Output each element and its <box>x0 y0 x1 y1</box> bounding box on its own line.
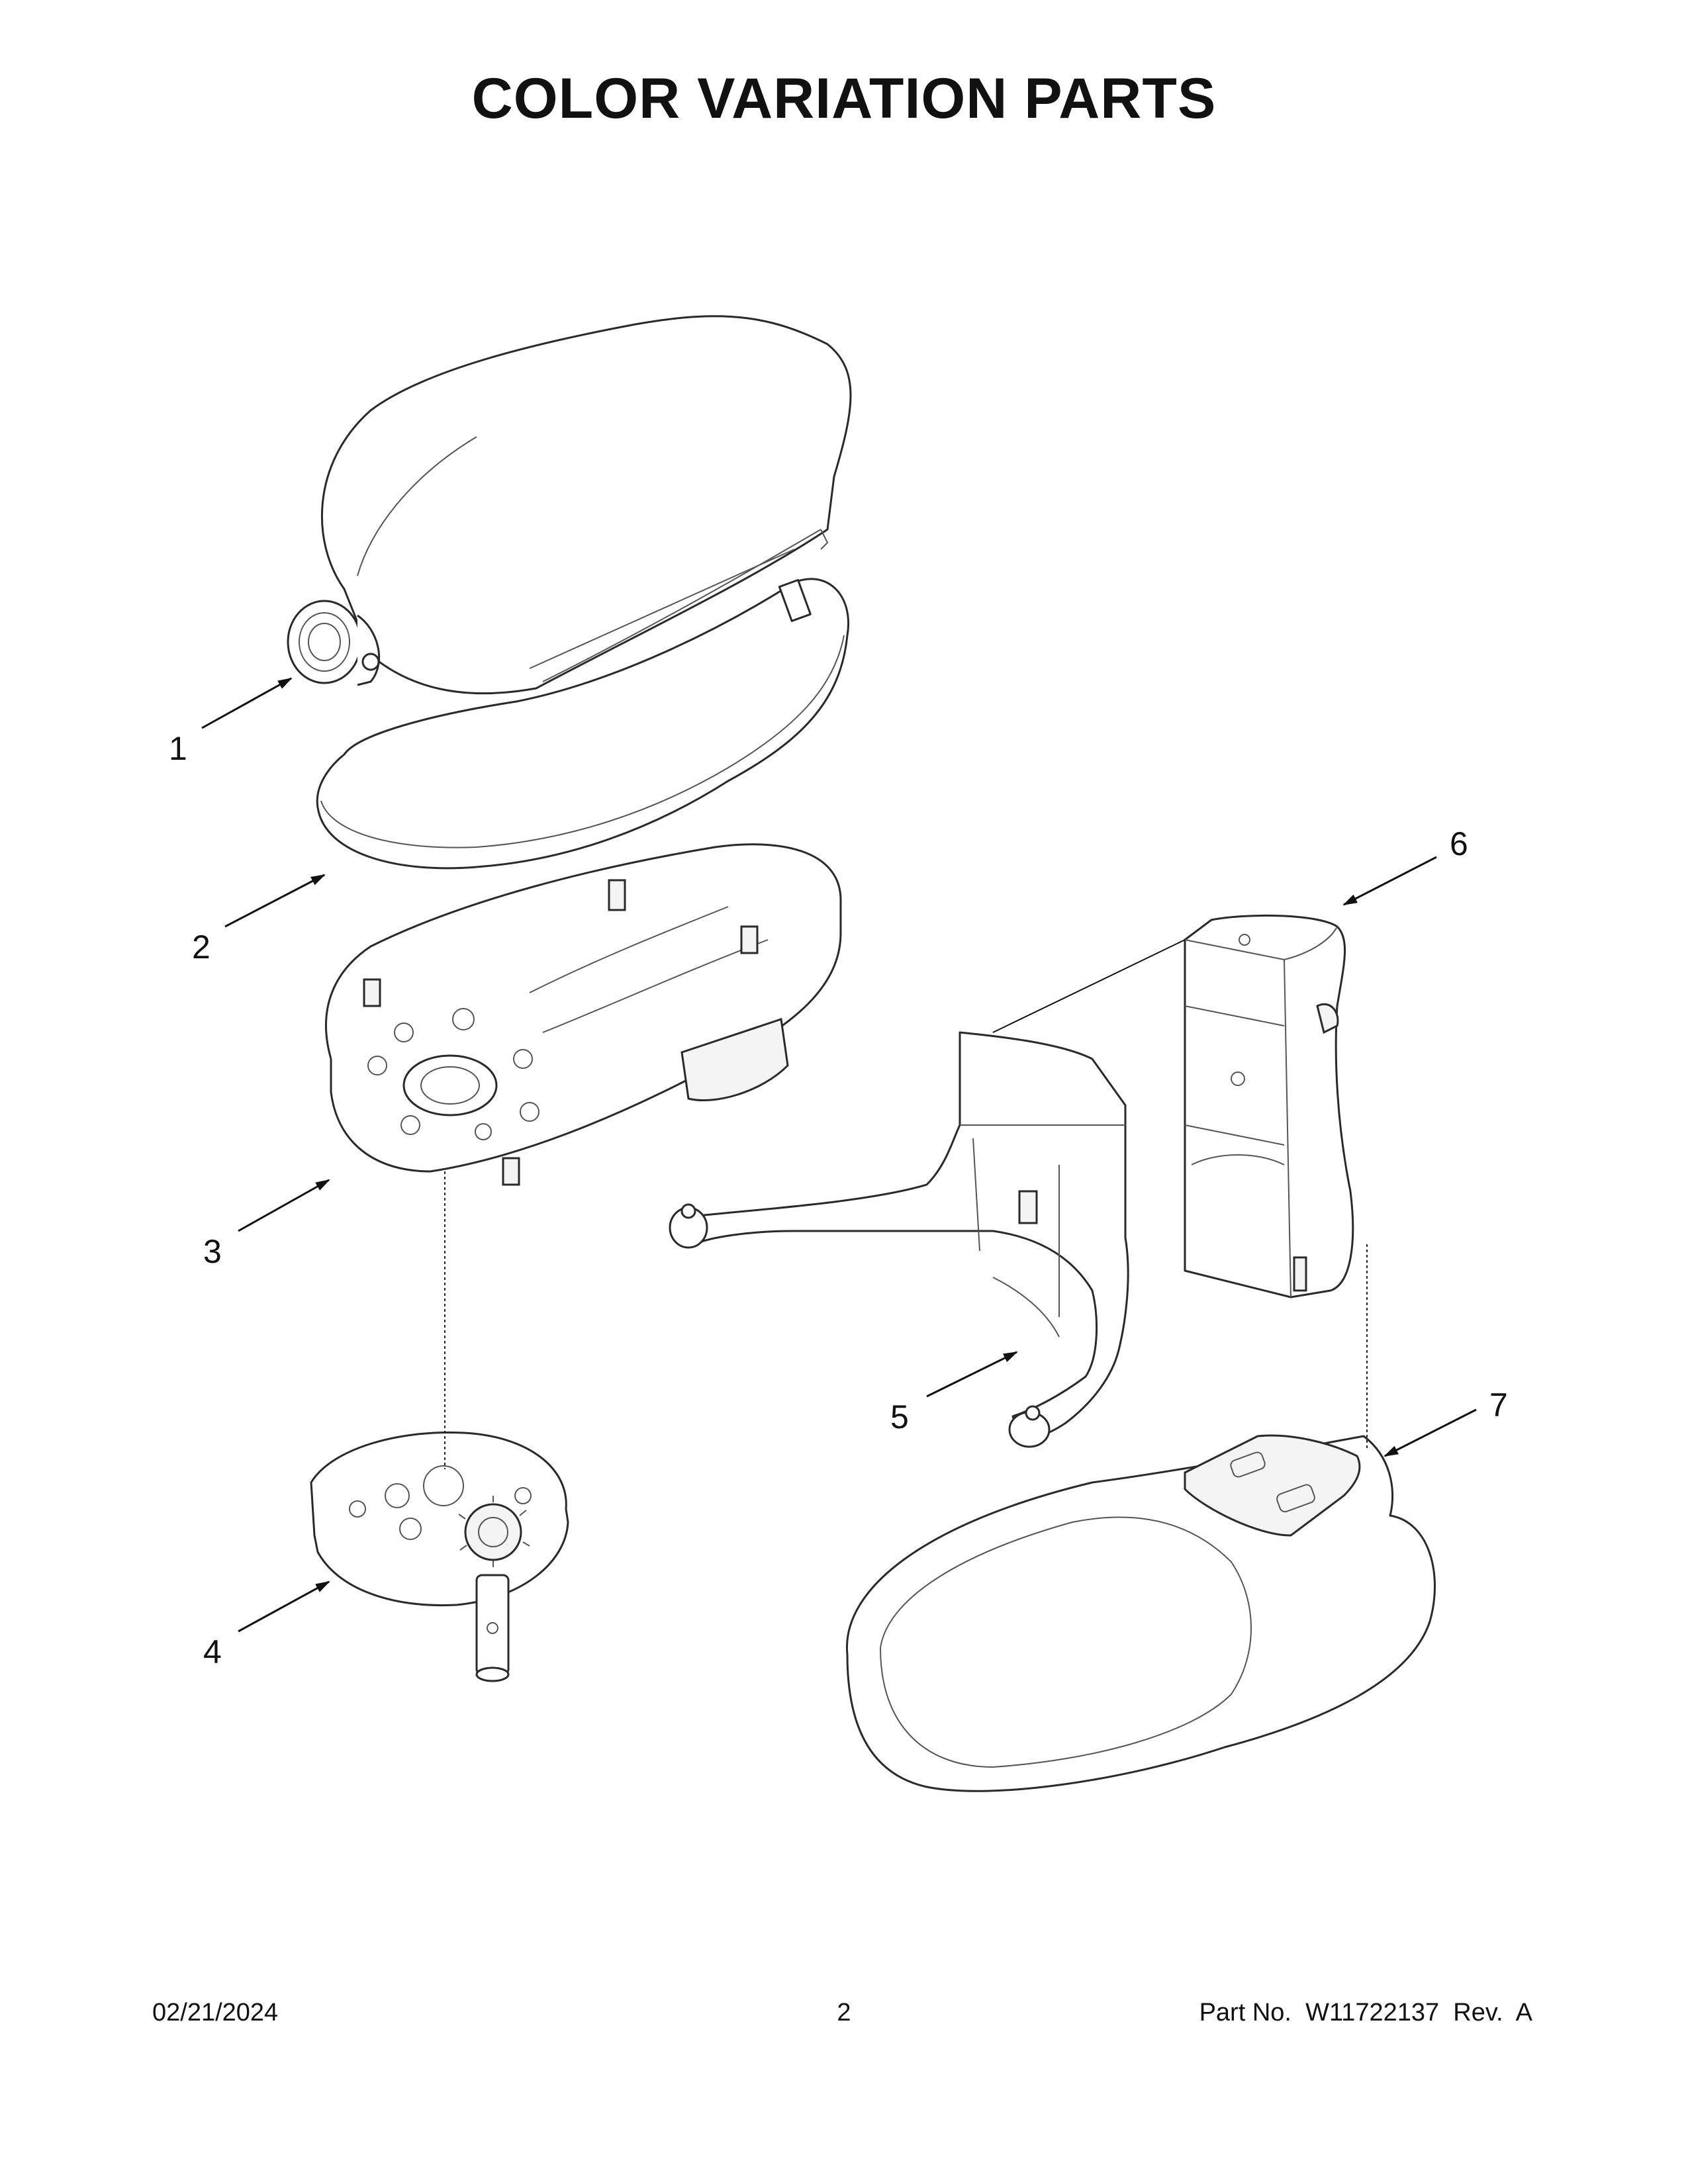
callout-1: 1 <box>169 730 187 767</box>
callout-6: 6 <box>1450 825 1468 862</box>
footer-date: 02/21/2024 <box>152 1999 279 2026</box>
assembly-guide-lines <box>444 939 1368 1469</box>
gear-housing-icon <box>310 1431 569 1682</box>
callout-3: 3 <box>203 1233 222 1270</box>
head-base-icon <box>325 843 842 1186</box>
callout-2: 2 <box>192 929 211 966</box>
callout-4: 4 <box>203 1633 222 1670</box>
callout-leaders <box>201 677 1477 1633</box>
footer-page-number: 2 <box>837 1999 851 2026</box>
bowl-clamp-plate-icon <box>669 1031 1129 1448</box>
stand-base-icon <box>845 1434 1436 1792</box>
gasket-icon <box>316 578 849 870</box>
callout-5: 5 <box>890 1398 909 1435</box>
page-title: COLOR VARIATION PARTS <box>471 67 1217 130</box>
head-cover-icon <box>287 315 852 695</box>
pedestal-column-icon <box>1184 914 1354 1298</box>
footer-part-number: Part No. W11722137 Rev. A <box>1199 1999 1532 2026</box>
callout-7: 7 <box>1489 1387 1508 1424</box>
callout-labels: 1 2 3 4 5 6 7 <box>169 730 1508 1670</box>
